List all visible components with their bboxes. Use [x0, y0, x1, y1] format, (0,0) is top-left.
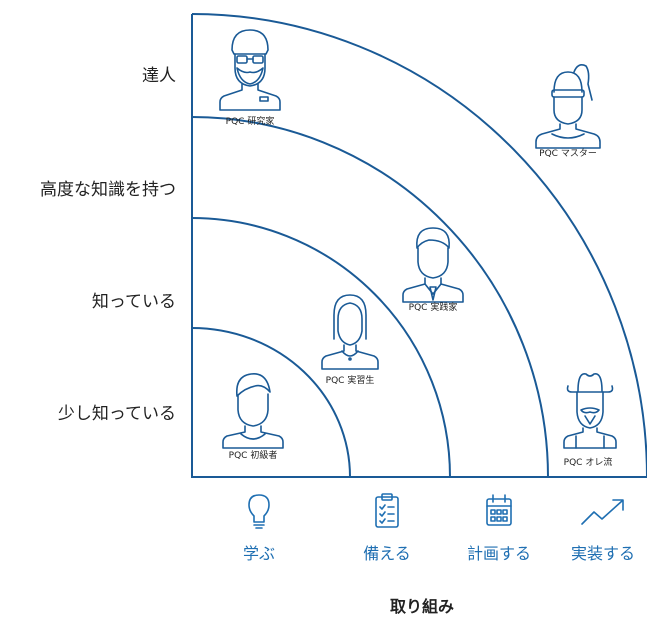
level-label-expert: 達人 [142, 66, 176, 86]
persona-label: PQC マスター [539, 148, 597, 159]
persona-label: PQC 実践家 [409, 301, 458, 313]
bearded-researcher-icon [219, 29, 281, 111]
level-label-somewhat: 少し知っている [57, 404, 176, 424]
stage-label-prepare: 備える [363, 544, 411, 563]
cowboy-icon [563, 373, 617, 449]
trend-arrow-icon [581, 499, 624, 525]
apprentice-icon [321, 294, 379, 370]
stage-label-learn: 学ぶ [242, 544, 276, 563]
persona-label: PQC 実習生 [326, 374, 375, 386]
persona-label: PQC 初級者 [229, 449, 278, 461]
calendar-icon [486, 494, 512, 526]
practitioner-icon [402, 227, 464, 303]
stage-label-plan: 計画する [466, 544, 532, 563]
lightbulb-icon [248, 494, 270, 529]
beginner-icon [222, 373, 284, 449]
band-arc-3 [191, 116, 549, 478]
persona-label: PQC オレ流 [564, 456, 613, 468]
band-arc-4 [191, 13, 647, 478]
checklist-clipboard-icon [375, 493, 399, 528]
level-label-knows: 知っている [91, 292, 176, 312]
persona-label: PQC 研究家 [226, 115, 275, 127]
masked-master-icon [535, 64, 601, 149]
stage-label-implement: 実装する [570, 544, 636, 563]
x-axis-title: 取り組み [389, 597, 455, 616]
band-arc-2 [191, 217, 451, 478]
band-arc-1 [191, 327, 351, 478]
level-label-advanced: 高度な知識を持つ [40, 180, 176, 200]
diagram-frame [191, 14, 647, 478]
